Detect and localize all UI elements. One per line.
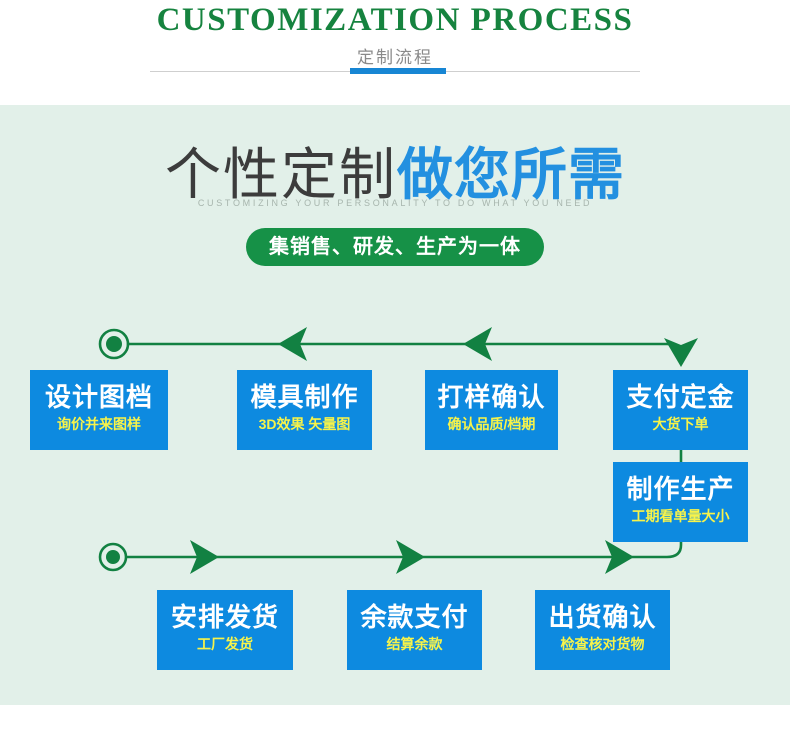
headline-bold-text: 做您所需 xyxy=(397,143,625,206)
step-subtitle: 工期看单量大小 xyxy=(631,508,730,524)
step-title: 余款支付 xyxy=(360,602,469,632)
step-title: 模具制作 xyxy=(250,382,359,412)
process-step-delivery[interactable]: 安排发货 工厂发货 xyxy=(157,590,293,670)
process-step-production[interactable]: 制作生产 工期看单量大小 xyxy=(613,462,748,542)
flow-line-top xyxy=(126,342,683,365)
headline-english-subtitle: CUSTOMIZING YOUR PERSONALITY TO DO WHAT … xyxy=(197,198,593,208)
arrowhead-right-1 xyxy=(278,327,307,361)
step-title: 出货确认 xyxy=(548,602,657,632)
step-subtitle: 工厂发货 xyxy=(197,636,253,652)
process-step-sample[interactable]: 打样确认 确认品质/档期 xyxy=(425,370,558,450)
step-title: 支付定金 xyxy=(626,382,735,412)
step-title: 制作生产 xyxy=(626,474,735,504)
start-dot-ring xyxy=(98,328,130,360)
arrowhead-down-box4 xyxy=(664,338,698,367)
header-title-cn: 定制流程 xyxy=(357,48,433,67)
process-step-design[interactable]: 设计图档 询价并来图样 xyxy=(30,370,168,450)
step-subtitle: 询价并来图样 xyxy=(57,416,141,432)
process-step-shipment-check[interactable]: 出货确认 检查核对货物 xyxy=(535,590,670,670)
flow-connectors xyxy=(98,327,698,574)
arrowhead-left-3 xyxy=(190,540,219,574)
step-title: 设计图档 xyxy=(44,382,153,412)
step-subtitle: 确认品质/档期 xyxy=(447,416,536,432)
flow-line-bottom xyxy=(125,531,683,559)
arrowhead-left-2 xyxy=(396,540,425,574)
tagline-badge: 集销售、研发、生产为一体 xyxy=(246,228,544,266)
step-subtitle: 3D效果 矢量图 xyxy=(258,416,351,432)
header-divider-accent xyxy=(350,68,446,74)
process-step-deposit[interactable]: 支付定金 大货下单 xyxy=(613,370,748,450)
process-step-balance-payment[interactable]: 余款支付 结算余款 xyxy=(347,590,482,670)
end-dot-ring xyxy=(98,542,128,572)
step-title: 安排发货 xyxy=(170,602,279,632)
hero-headline: 个性定制做您所需 xyxy=(0,130,790,211)
process-step-mold[interactable]: 模具制作 3D效果 矢量图 xyxy=(237,370,372,450)
step-subtitle: 大货下单 xyxy=(652,416,709,432)
arrowhead-left-1 xyxy=(605,540,634,574)
step-title: 打样确认 xyxy=(437,382,546,412)
page-header: CUSTOMIZATION PROCESS 定制流程 xyxy=(0,0,790,105)
start-dot-core xyxy=(106,336,122,352)
step-subtitle: 检查核对货物 xyxy=(560,636,645,652)
headline-thin-text: 个性定制 xyxy=(165,143,397,206)
step-subtitle: 结算余款 xyxy=(386,636,443,652)
header-title-en: CUSTOMIZATION PROCESS xyxy=(156,2,634,38)
end-dot-core xyxy=(106,550,120,564)
arrowhead-right-2 xyxy=(463,327,492,361)
